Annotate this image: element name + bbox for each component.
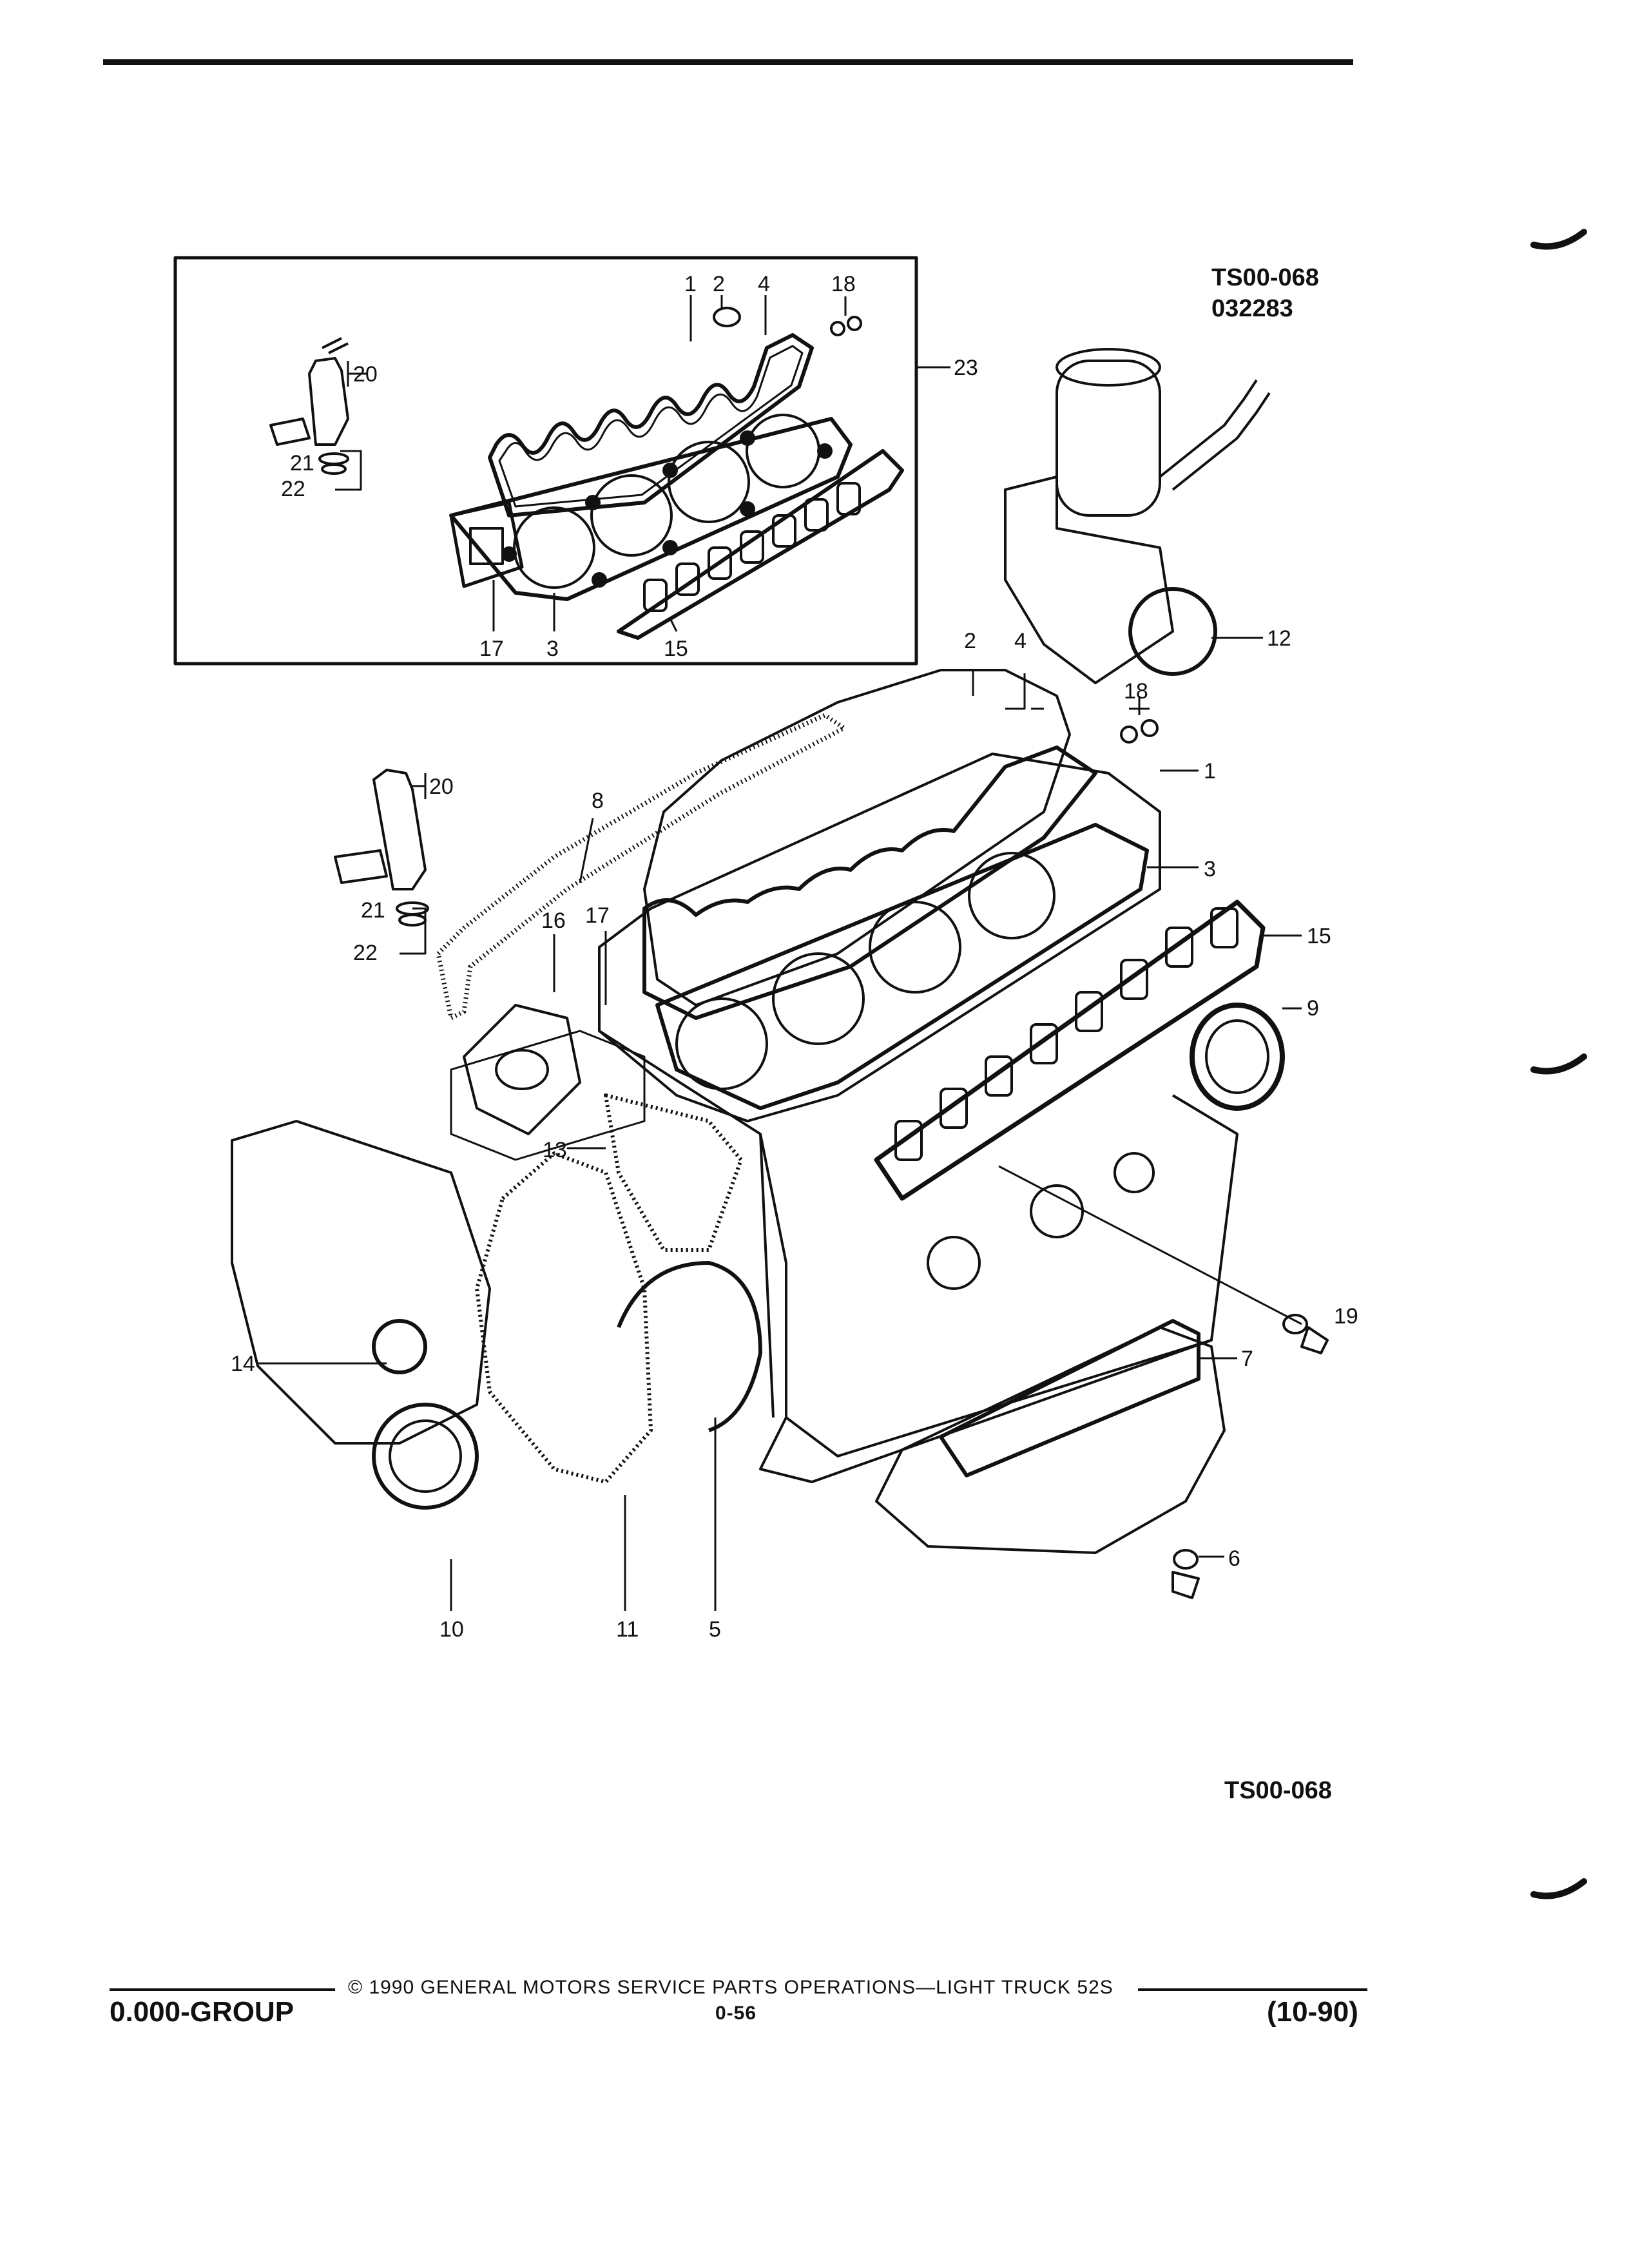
callout-21-inset: 21 (290, 451, 314, 476)
callout-22-inset: 22 (281, 477, 305, 501)
callout-16: 16 (541, 908, 566, 933)
callout-18-inset: 18 (831, 272, 856, 296)
figure-code: TS00-068 (1211, 264, 1319, 291)
callout-9: 9 (1307, 996, 1319, 1021)
callout-17-inset: 17 (479, 637, 504, 661)
callout-3: 3 (1204, 857, 1216, 881)
callout-1-inset: 1 (684, 272, 697, 296)
callout-13: 13 (543, 1138, 567, 1162)
footer-copyright: © 1990 GENERAL MOTORS SERVICE PARTS OPER… (348, 1977, 1113, 1998)
callout-4-inset: 4 (758, 272, 770, 296)
footer-page-number: 0-56 (715, 2003, 757, 2024)
footer-group: 0.000-GROUP (110, 1996, 294, 2028)
callout-8: 8 (592, 789, 604, 813)
callout-15: 15 (1307, 924, 1331, 948)
callout-21: 21 (361, 898, 385, 923)
callout-5: 5 (709, 1617, 721, 1642)
callout-6: 6 (1228, 1546, 1240, 1571)
callout-18: 18 (1124, 679, 1148, 704)
callout-10: 10 (439, 1617, 464, 1642)
callout-4: 4 (1014, 629, 1027, 653)
callout-1: 1 (1204, 759, 1216, 783)
callout-20-inset: 20 (353, 362, 378, 387)
figure-code-bottom: TS00-068 (1224, 1777, 1332, 1804)
callout-20: 20 (429, 774, 454, 799)
callout-23: 23 (954, 356, 978, 380)
footer-date: (10-90) (1267, 1996, 1358, 2028)
callout-15-inset: 15 (664, 637, 688, 661)
callout-14: 14 (231, 1352, 255, 1376)
callout-19: 19 (1334, 1304, 1358, 1329)
binding-mark-bottom (1530, 1878, 1587, 1899)
callout-17: 17 (585, 903, 610, 928)
callout-2-inset: 2 (713, 272, 725, 296)
callout-2: 2 (964, 629, 976, 653)
gasket-kit-inset-box (173, 256, 918, 666)
binding-mark-middle (1530, 1053, 1587, 1075)
callout-3-inset: 3 (546, 637, 559, 661)
callout-12: 12 (1267, 626, 1291, 651)
callout-22: 22 (353, 941, 378, 965)
callout-7: 7 (1241, 1347, 1253, 1371)
top-rule (103, 59, 1353, 65)
callout-11: 11 (616, 1617, 639, 1642)
binding-mark-top (1530, 229, 1587, 250)
footer-rule-right (1138, 1988, 1367, 1991)
footer-rule-left (110, 1988, 335, 1991)
figure-code-sub: 032283 (1211, 295, 1293, 322)
